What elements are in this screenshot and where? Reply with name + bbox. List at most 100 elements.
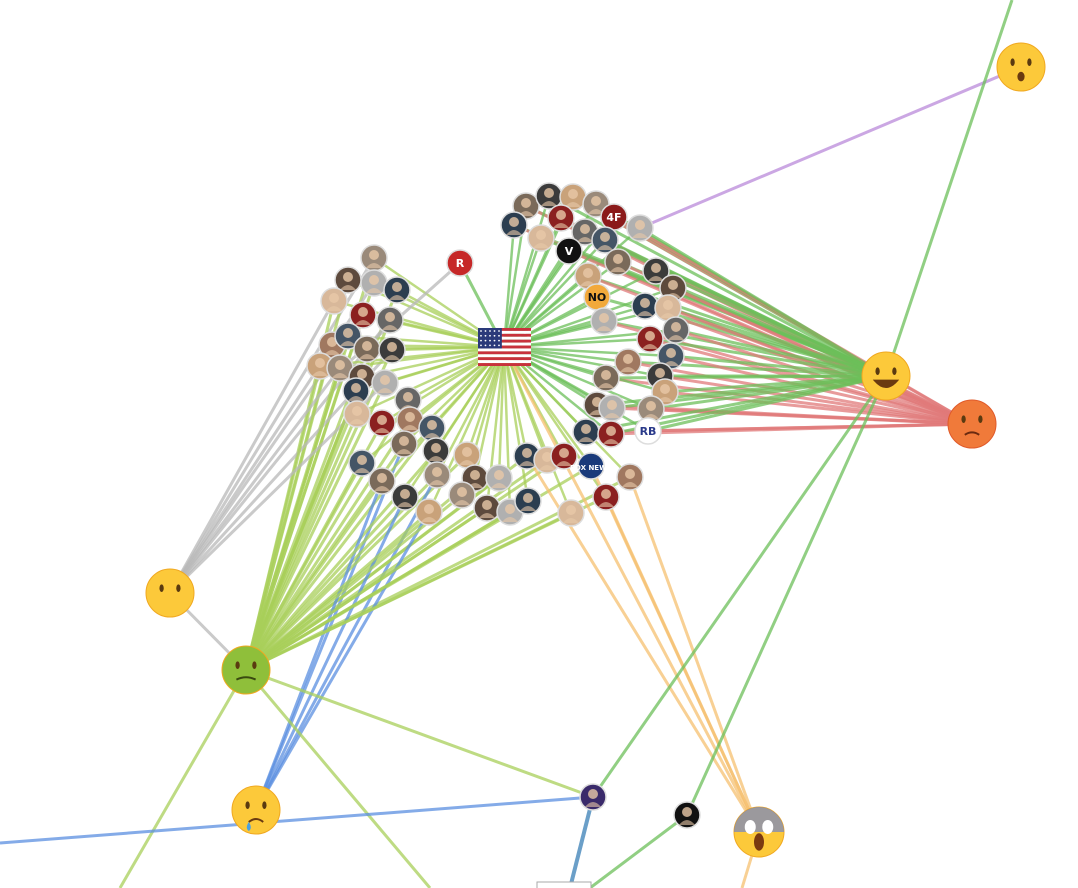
edge [244, 495, 407, 672]
edge [168, 367, 342, 594]
account-node[interactable] [636, 325, 664, 353]
angry-face-icon[interactable] [947, 399, 997, 449]
account-node[interactable] [371, 369, 399, 397]
account-node[interactable] [415, 498, 443, 526]
sad-sweat-face-icon[interactable] [231, 785, 281, 835]
account-node[interactable] [342, 377, 370, 405]
account-node[interactable] [591, 226, 619, 254]
account-node[interactable] [590, 307, 618, 335]
offscreen-node[interactable] [536, 881, 592, 888]
account-node[interactable] [360, 244, 388, 272]
logo-text: NO [588, 291, 607, 304]
account-node[interactable] [376, 306, 404, 334]
account-node[interactable] [598, 394, 626, 422]
astonished-face-icon[interactable] [996, 42, 1046, 92]
account-node[interactable] [514, 487, 542, 515]
account-node[interactable]: RB [634, 417, 662, 445]
account-node[interactable] [391, 483, 419, 511]
account-node[interactable] [559, 183, 587, 211]
edge [502, 346, 530, 502]
edge [254, 496, 407, 811]
edge [245, 499, 529, 672]
edge [649, 337, 887, 378]
edge [670, 354, 887, 378]
account-node[interactable] [378, 336, 406, 364]
account-node[interactable] [423, 461, 451, 489]
account-node[interactable] [604, 248, 632, 276]
edge [502, 346, 573, 514]
edge [589, 813, 688, 888]
account-node[interactable]: NO [583, 283, 611, 311]
account-node[interactable] [343, 400, 371, 428]
account-node[interactable] [626, 214, 654, 242]
us-flag-icon[interactable] [478, 328, 531, 366]
account-node[interactable]: FOX NEWS [570, 452, 612, 480]
account-node[interactable] [326, 354, 354, 382]
account-node[interactable] [418, 414, 446, 442]
account-node[interactable] [368, 409, 396, 437]
account-node[interactable] [657, 342, 685, 370]
edge [502, 346, 761, 833]
face-without-mouth-icon[interactable] [145, 568, 195, 618]
edge [245, 495, 607, 672]
account-node[interactable] [383, 276, 411, 304]
edge [361, 346, 505, 464]
account-node[interactable] [572, 418, 600, 446]
account-node[interactable] [614, 348, 642, 376]
account-node[interactable] [390, 430, 418, 458]
edge [254, 511, 431, 811]
logo-text: FOX NEWS [570, 464, 612, 472]
grinning-face-icon[interactable] [861, 351, 911, 401]
account-node[interactable] [360, 269, 388, 297]
account-node[interactable] [353, 335, 381, 363]
edge [568, 796, 595, 888]
account-node[interactable] [631, 292, 659, 320]
account-node[interactable]: 4F [600, 203, 628, 231]
account-node[interactable] [592, 364, 620, 392]
account-node[interactable] [348, 449, 376, 477]
logo-text: RB [640, 425, 657, 438]
account-node[interactable] [448, 481, 476, 509]
edge [118, 669, 248, 888]
account-node[interactable] [662, 316, 690, 344]
account-node[interactable] [547, 204, 575, 232]
edge [0, 795, 594, 845]
nauseated-face-icon[interactable] [221, 645, 271, 695]
account-node[interactable] [597, 420, 625, 448]
edge [503, 346, 631, 478]
account-node[interactable] [306, 352, 334, 380]
account-node[interactable] [654, 294, 682, 322]
account-node[interactable] [334, 266, 362, 294]
screaming-face-icon[interactable] [733, 806, 785, 858]
account-node[interactable] [527, 224, 555, 252]
account-node[interactable]: V [555, 237, 583, 265]
account-node[interactable] [673, 801, 701, 829]
logo-text: V [565, 245, 574, 258]
account-node[interactable] [368, 467, 396, 495]
edge [628, 476, 761, 833]
account-node[interactable] [616, 463, 644, 491]
account-node[interactable] [557, 499, 585, 527]
edge [244, 365, 322, 671]
account-node[interactable]: R [446, 249, 474, 277]
account-node[interactable] [349, 301, 377, 329]
account-node[interactable] [473, 494, 501, 522]
account-node[interactable] [637, 395, 665, 423]
edge [244, 669, 432, 888]
account-node[interactable] [485, 464, 513, 492]
account-node[interactable] [320, 287, 348, 315]
account-node[interactable] [579, 783, 607, 811]
edge [244, 480, 384, 671]
account-node[interactable] [592, 483, 620, 511]
account-node[interactable] [550, 442, 578, 470]
account-node[interactable] [500, 211, 528, 239]
account-node[interactable] [642, 257, 670, 285]
account-node[interactable] [422, 437, 450, 465]
account-node[interactable] [574, 262, 602, 290]
edge [168, 300, 336, 594]
account-node[interactable] [396, 406, 424, 434]
account-node[interactable] [334, 322, 362, 350]
edge [610, 422, 973, 436]
account-node[interactable] [453, 441, 481, 469]
